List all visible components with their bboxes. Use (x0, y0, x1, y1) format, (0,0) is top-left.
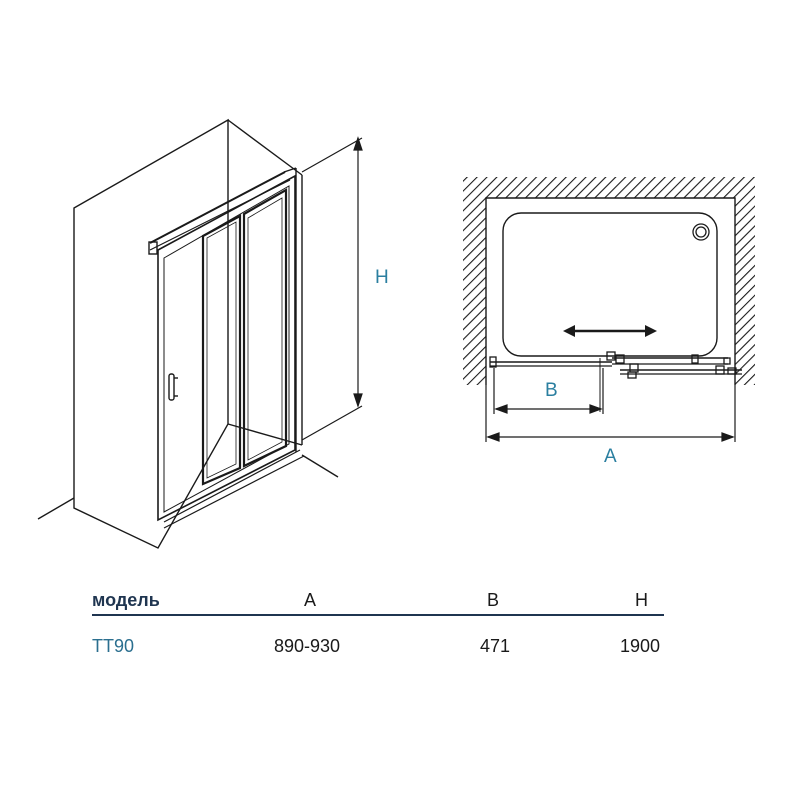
door-handle (168, 373, 175, 401)
perspective-view (37, 118, 339, 549)
shower-enclosure-drawing: H (37, 118, 755, 549)
height-dimension (301, 136, 363, 441)
table-row: TT90 890-930 471 1900 (92, 632, 664, 660)
drain (692, 223, 710, 241)
row-model: TT90 (92, 636, 135, 656)
header-h: H (635, 590, 648, 610)
b-dimension (493, 368, 604, 414)
height-label: H (375, 267, 389, 288)
table-header: модель A B H (92, 586, 664, 616)
row-h: 1900 (620, 636, 661, 656)
header-a: A (304, 590, 317, 610)
a-label: A (604, 446, 617, 467)
header-model: модель (92, 590, 160, 610)
wall-hatching (463, 177, 755, 385)
plan-view (463, 177, 755, 412)
sliding-panel-2 (242, 188, 288, 468)
header-b: B (487, 590, 500, 610)
sliding-panel-1 (201, 214, 242, 486)
floor-line-right (301, 454, 339, 478)
left-wall (73, 118, 229, 549)
row-b: 471 (480, 636, 511, 656)
row-a: 890-930 (274, 636, 341, 656)
b-label: B (545, 380, 558, 401)
shower-tray (502, 212, 718, 357)
a-dimension (485, 385, 736, 442)
floor-line-left (37, 497, 75, 520)
spec-table: модель A B H TT90 890-930 471 1900 (92, 586, 664, 660)
